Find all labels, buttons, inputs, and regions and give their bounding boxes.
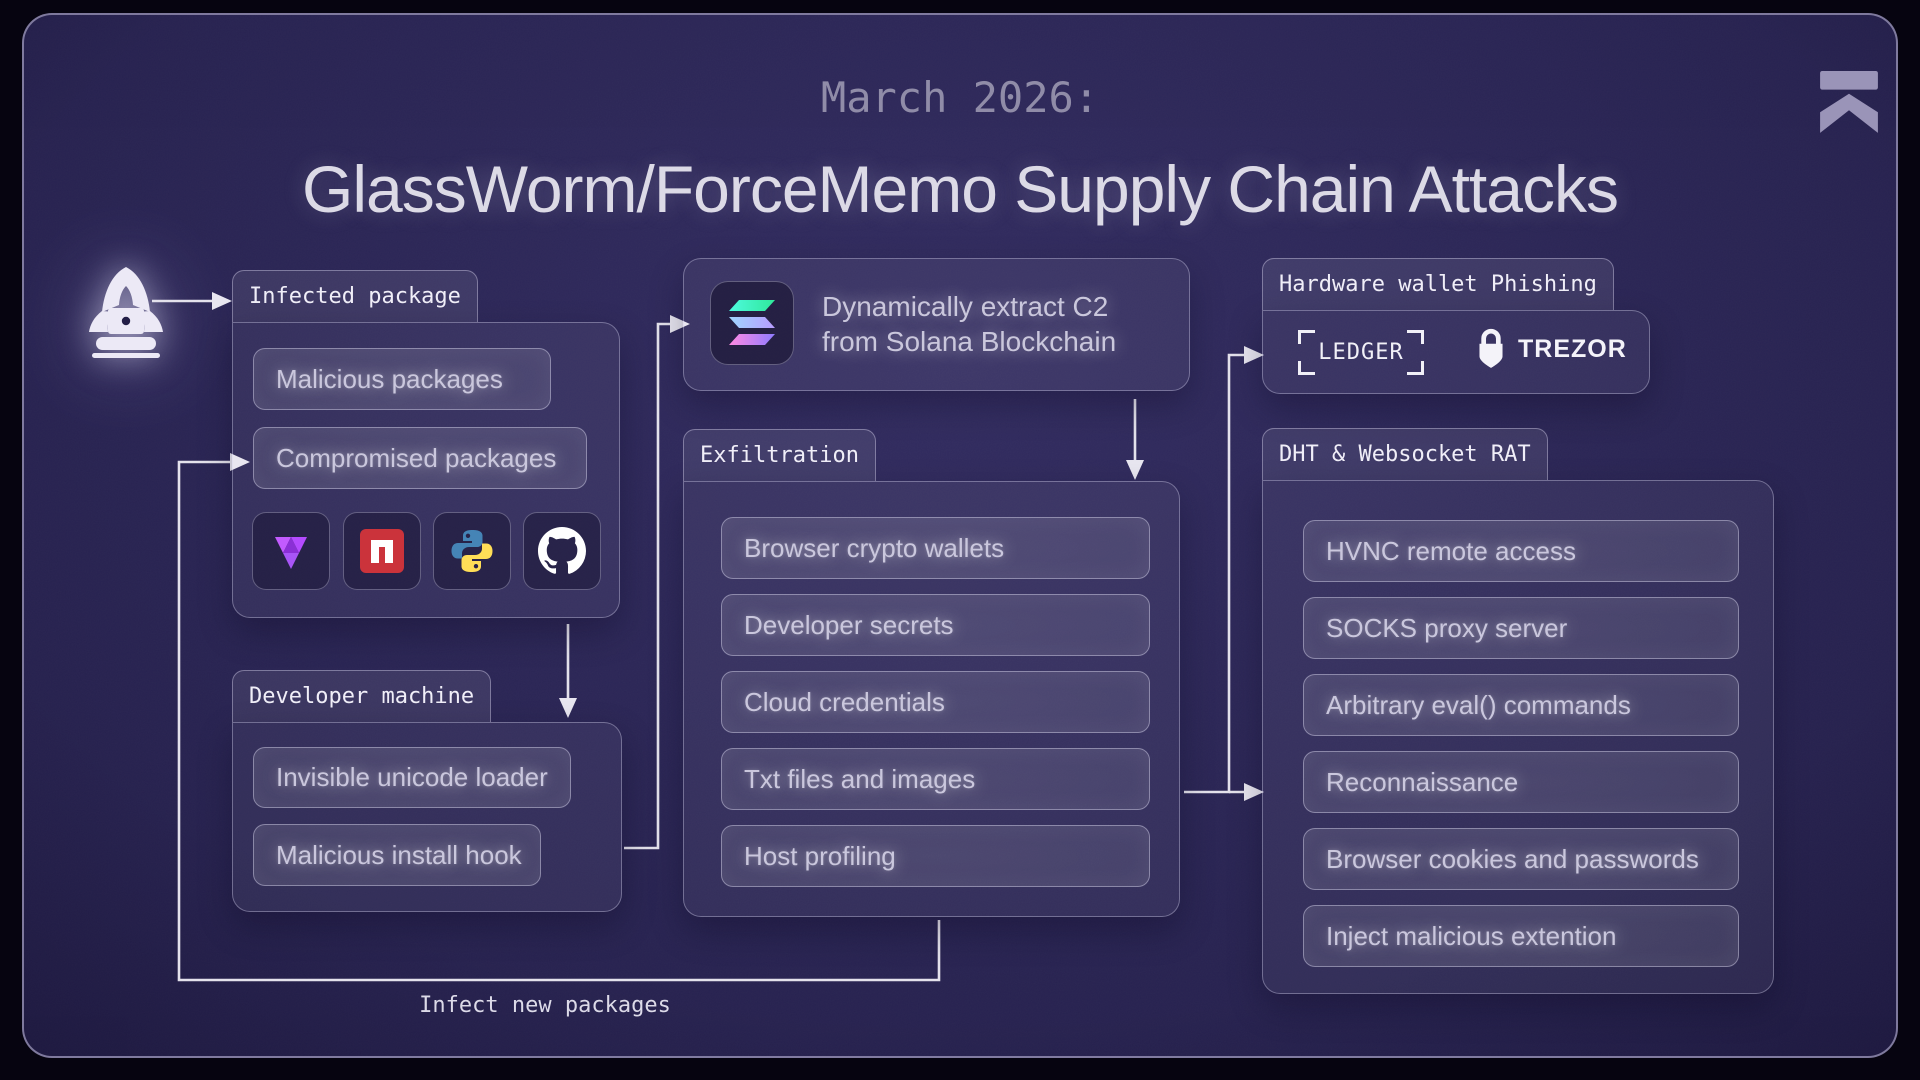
list-item: Compromised packages xyxy=(253,427,587,489)
list-item: Browser cookies and passwords xyxy=(1303,828,1739,890)
solana-icon xyxy=(729,300,775,345)
github-icon xyxy=(538,527,586,574)
list-item: Browser crypto wallets xyxy=(721,517,1150,579)
ledger-wordmark: LEDGER xyxy=(1298,330,1424,375)
page-title: GlassWorm/ForceMemo Supply Chain Attacks xyxy=(302,152,1619,226)
koi-logo xyxy=(1820,71,1878,133)
ledger-label: LEDGER xyxy=(1318,339,1404,365)
hacker-icon xyxy=(89,267,163,358)
list-item: Txt files and images xyxy=(721,748,1150,810)
tab-hardware-wallet-phishing: Hardware wallet Phishing xyxy=(1262,258,1614,310)
ledger-bracket-icon xyxy=(1407,330,1424,344)
solana-c2-line2: from Solana Blockchain xyxy=(822,326,1117,357)
python-icon xyxy=(451,530,493,572)
trezor-lock-icon xyxy=(1479,328,1503,368)
list-item: Malicious packages xyxy=(253,348,551,410)
exfiltration-box xyxy=(683,481,1180,917)
tab-developer-machine: Developer machine xyxy=(232,670,492,722)
dht-websocket-rat-box xyxy=(1262,480,1774,994)
npm-icon xyxy=(360,529,404,573)
list-item: Cloud credentials xyxy=(721,671,1150,733)
loop-label: Infect new packages xyxy=(419,993,671,1018)
tab-infected-package: Infected package xyxy=(232,270,478,322)
openvsx-tile xyxy=(252,512,330,590)
solana-c2-line1: Dynamically extract C2 xyxy=(822,291,1109,322)
solana-tile xyxy=(710,281,794,365)
list-item: Arbitrary eval() commands xyxy=(1303,674,1739,736)
list-item: Developer secrets xyxy=(721,594,1150,656)
list-item: SOCKS proxy server xyxy=(1303,597,1739,659)
hardware-wallet-box xyxy=(1262,310,1650,394)
solana-c2-text: Dynamically extract C2 from Solana Block… xyxy=(822,289,1116,359)
npm-tile xyxy=(343,512,421,590)
list-item: Invisible unicode loader xyxy=(253,747,571,808)
list-item: HVNC remote access xyxy=(1303,520,1739,582)
date-kicker: March 2026: xyxy=(820,73,1100,122)
python-tile xyxy=(433,512,511,590)
list-item: Reconnaissance xyxy=(1303,751,1739,813)
tab-exfiltration: Exfiltration xyxy=(683,429,876,481)
openvsx-icon xyxy=(275,537,307,569)
trezor-label: TREZOR xyxy=(1518,334,1627,363)
trezor-logo: TREZOR xyxy=(1474,327,1627,371)
tab-dht-websocket-rat: DHT & Websocket RAT xyxy=(1262,428,1548,480)
list-item: Malicious install hook xyxy=(253,824,541,886)
github-tile xyxy=(523,512,601,590)
list-item: Host profiling xyxy=(721,825,1150,887)
ledger-bracket-icon xyxy=(1298,330,1315,344)
ledger-bracket-icon xyxy=(1298,361,1315,375)
developer-machine-box xyxy=(232,722,622,912)
list-item: Inject malicious extention xyxy=(1303,905,1739,967)
ledger-bracket-icon xyxy=(1407,361,1424,375)
